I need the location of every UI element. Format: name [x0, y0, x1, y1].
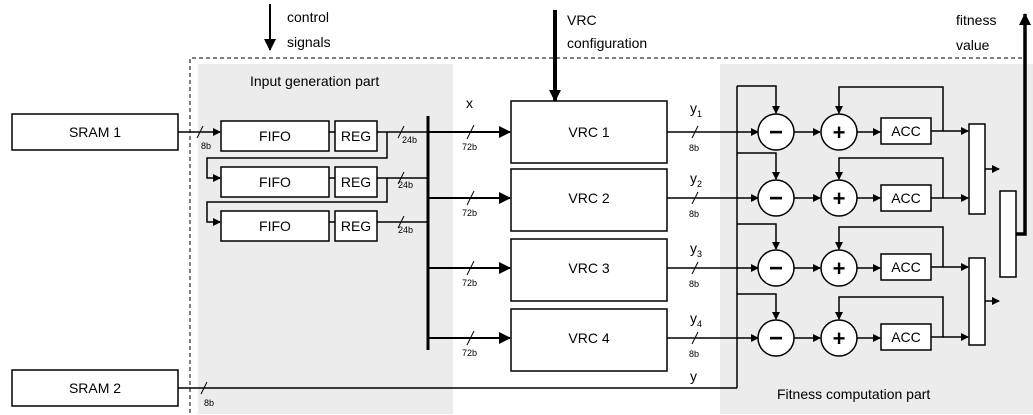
bus-width-sram1: 8b — [201, 141, 211, 151]
fitness-part-title: Fitness computation part — [777, 386, 930, 402]
bus-width-y3: 8b — [689, 279, 699, 289]
fifo-reg-row-2: FIFO REG — [220, 166, 378, 198]
ref-feed-4 — [737, 293, 780, 320]
vrc-4-label: VRC 4 — [568, 330, 609, 346]
bus-slash — [397, 171, 405, 185]
reg-3-label: REG — [341, 218, 371, 234]
fifo-3-label: FIFO — [259, 218, 291, 234]
bus-slash — [200, 381, 208, 395]
sram-2-label: SRAM 2 — [69, 380, 121, 396]
bus-width-y2: 8b — [689, 209, 699, 219]
minus-sign: − — [769, 119, 783, 146]
vrc-config-label-1: VRC — [567, 12, 597, 28]
fifo-2-label: FIFO — [259, 174, 291, 190]
bus-width-reg3: 24b — [398, 225, 413, 235]
vrc-3-label: VRC 3 — [568, 260, 609, 276]
acc-3-label: ACC — [891, 259, 921, 275]
bus-width-y4: 8b — [689, 349, 699, 359]
reg-2-block — [334, 166, 378, 198]
bus-width-vrc3: 72b — [462, 278, 477, 288]
bus-width-y1: 8b — [689, 143, 699, 153]
fifo-2-block — [220, 166, 330, 198]
bus-slash — [196, 125, 204, 139]
minus-sign: − — [769, 185, 783, 212]
control-label-1: control — [287, 9, 329, 25]
minus-sign: − — [769, 255, 783, 282]
fitness-label-2: value — [956, 37, 990, 53]
fifo-3-block — [220, 210, 330, 242]
combiner-bottom — [968, 257, 986, 346]
y2-label: y2 — [690, 170, 702, 189]
vrc-3-block — [510, 238, 668, 302]
minus-sign: − — [769, 325, 783, 352]
bus-width-sram2: 8b — [204, 398, 214, 408]
reg-1-block — [334, 120, 378, 152]
ref-feed-3 — [737, 223, 780, 250]
bus-width-vrc2: 72b — [462, 208, 477, 218]
y1-label: y1 — [690, 100, 702, 119]
fifo-reg-row-3: FIFO REG — [220, 210, 378, 242]
bus-width-reg1: 24b — [402, 135, 417, 145]
input-part-title: Input generation part — [250, 73, 379, 89]
plus-sign: + — [833, 186, 846, 211]
fifo-1-block — [220, 120, 330, 152]
plus-sign: + — [833, 120, 846, 145]
bus-width-vrc1: 72b — [462, 142, 477, 152]
acc-feedback-4 — [835, 296, 944, 338]
acc-1-label: ACC — [891, 123, 921, 139]
y3-label: y3 — [690, 240, 702, 259]
combiner-final — [999, 190, 1017, 278]
bus-slash — [466, 330, 475, 346]
acc-feedback-2 — [835, 157, 944, 199]
bus-slash — [466, 260, 475, 276]
bus-slash — [691, 191, 699, 205]
sram-1-block — [11, 113, 179, 151]
ref-feed-1 — [737, 85, 780, 114]
ref-feed-2 — [737, 152, 780, 180]
plus-sign: + — [833, 256, 846, 281]
bus-slash — [466, 124, 475, 140]
vrc-1-label: VRC 1 — [568, 124, 609, 140]
bus-slash — [691, 125, 699, 139]
cascade-wire-2 — [206, 177, 388, 226]
bus-slash — [397, 215, 405, 229]
control-label-2: signals — [287, 34, 331, 50]
bus-slash — [466, 190, 475, 206]
acc-1-block — [880, 117, 932, 145]
acc-feedback-1 — [835, 86, 944, 132]
combiner-top — [968, 123, 986, 215]
cascade-wire-1 — [206, 131, 388, 182]
vrc-1-block — [510, 100, 668, 164]
vrc-config-label-2: configuration — [567, 35, 647, 51]
plus-sign: + — [833, 326, 846, 351]
y-label: y — [690, 368, 697, 384]
vrc-2-label: VRC 2 — [568, 190, 609, 206]
x-label: x — [466, 95, 473, 111]
vrc-4-block — [510, 308, 668, 372]
fitness-label-1: fitness — [956, 12, 996, 28]
reg-3-block — [334, 210, 378, 242]
bus-width-vrc4: 72b — [462, 348, 477, 358]
fifo-1-label: FIFO — [259, 128, 291, 144]
acc-feedback-3 — [835, 226, 944, 268]
system-boundary — [189, 57, 1025, 413]
reg-1-label: REG — [341, 128, 371, 144]
bus-slash — [691, 261, 699, 275]
bus-slash — [691, 331, 699, 345]
fifo-reg-row-1: FIFO REG — [220, 120, 378, 152]
fitness-output-arrow — [1016, 13, 1031, 236]
reg-2-label: REG — [341, 174, 371, 190]
acc-4-label: ACC — [891, 329, 921, 345]
y4-label: y4 — [690, 310, 702, 329]
acc-2-label: ACC — [891, 190, 921, 206]
bus-width-reg2: 24b — [398, 180, 413, 190]
bus-slash — [397, 125, 405, 139]
vrc-2-block — [510, 168, 668, 232]
sram-1-label: SRAM 1 — [69, 124, 121, 140]
acc-2-block — [880, 184, 932, 212]
acc-3-block — [880, 253, 932, 281]
sram-2-block — [11, 369, 179, 407]
